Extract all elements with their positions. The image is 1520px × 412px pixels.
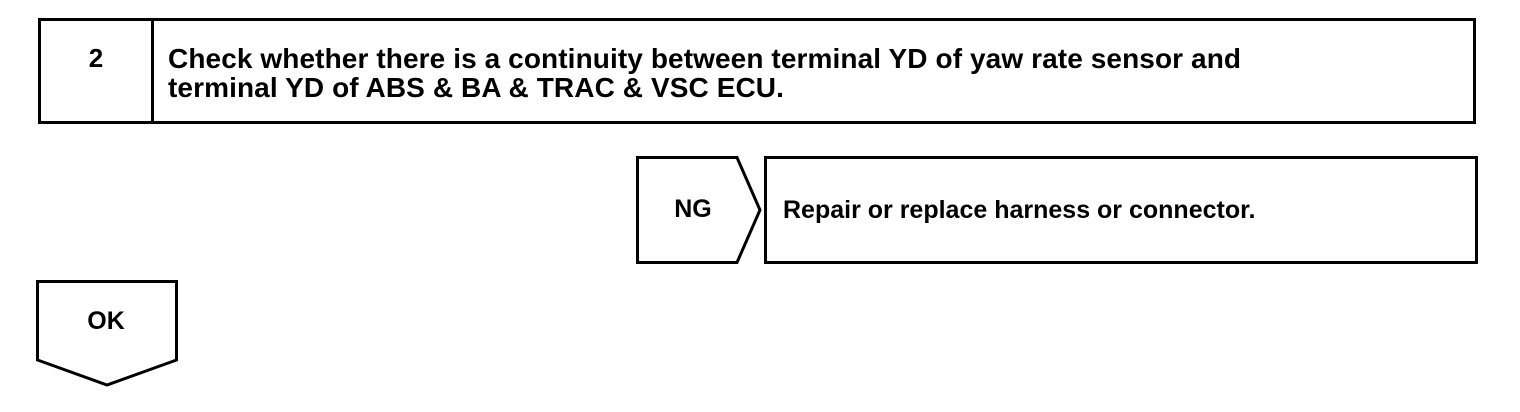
ok-label: OK: [87, 307, 125, 335]
step-instruction: Check whether there is a continuity betw…: [168, 43, 1242, 103]
step-number: 2: [41, 21, 154, 121]
ng-label: NG: [674, 195, 712, 223]
ng-arrow-shape: [636, 156, 762, 264]
ok-arrow-shape: [36, 280, 178, 387]
step-box: 2 Check whether there is a continuity be…: [38, 18, 1476, 124]
ng-result-box: Repair or replace harness or connector.: [764, 156, 1478, 264]
ng-result-text: Repair or replace harness or connector.: [783, 196, 1256, 224]
